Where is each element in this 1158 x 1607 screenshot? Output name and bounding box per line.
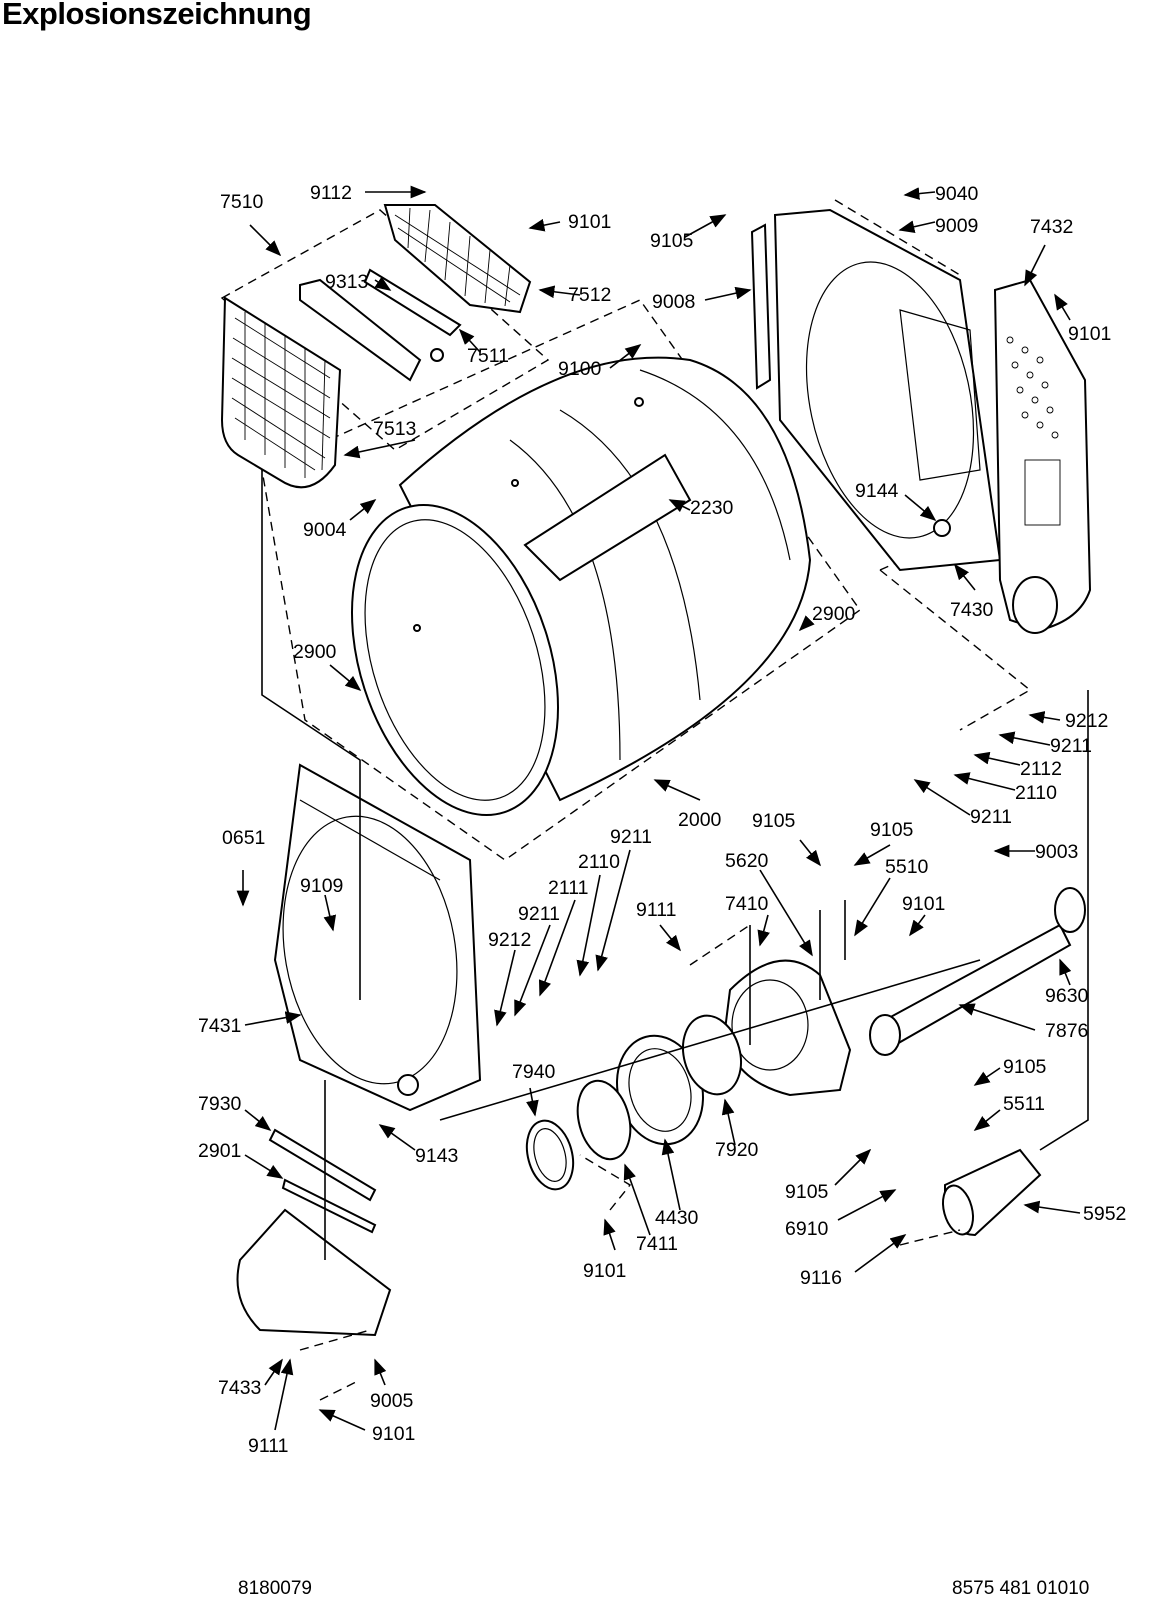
part-label: 9101	[568, 211, 611, 233]
part-label: 9105	[1003, 1056, 1047, 1078]
part-label: 7513	[373, 418, 416, 440]
part-label: 7432	[1030, 216, 1073, 238]
part-label: 9005	[370, 1390, 414, 1412]
part-label: 9212	[488, 929, 531, 951]
air-duct	[236, 1128, 392, 1337]
part-label: 2110	[578, 851, 620, 873]
part-label: 2000	[678, 809, 722, 831]
page-title: Explosionszeichnung	[2, 0, 312, 31]
part-label: 9211	[610, 826, 652, 848]
part-label: 7940	[512, 1061, 556, 1083]
part-label: 7876	[1045, 1020, 1088, 1042]
part-label: 5620	[725, 850, 769, 872]
footer-right-code: 8575 481 01010	[952, 1578, 1090, 1599]
part-label: 6910	[785, 1218, 829, 1240]
part-label: 7930	[198, 1093, 242, 1115]
part-label: 9111	[248, 1435, 289, 1457]
part-label: 9211	[518, 903, 560, 925]
blower-assembly	[525, 959, 852, 1191]
leader-lines	[236, 185, 1081, 1431]
part-label: 7433	[218, 1377, 261, 1399]
part-label: 9003	[1035, 841, 1078, 863]
part-label: 7511	[467, 345, 509, 367]
part-label: 2901	[198, 1140, 241, 1162]
part-label: 5952	[1083, 1203, 1126, 1225]
part-label: 9105	[870, 819, 914, 841]
reference-lines	[261, 470, 1089, 1401]
part-label: 9211	[970, 806, 1012, 828]
part-label: 2112	[1020, 758, 1062, 780]
part-label: 9040	[935, 183, 979, 205]
part-label: 9211	[1050, 735, 1092, 757]
part-label: 9105	[785, 1181, 829, 1203]
part-label: 9009	[935, 215, 978, 237]
heater-duct	[993, 278, 1092, 634]
front-bulkhead	[273, 763, 482, 1112]
part-label: 9144	[855, 480, 899, 502]
part-label: 7431	[198, 1015, 241, 1037]
part-label: 9101	[902, 893, 945, 915]
part-label: 2111	[548, 877, 589, 899]
part-label: 9100	[558, 358, 602, 380]
exhaust-assembly	[869, 887, 1086, 1237]
part-label: 9111	[636, 899, 677, 921]
part-label: 9101	[372, 1423, 415, 1445]
part-label: 5510	[885, 856, 929, 878]
part-label: 2110	[1015, 782, 1057, 804]
part-label: 7411	[636, 1233, 678, 1255]
part-label: 2900	[812, 603, 856, 625]
part-label: 7920	[715, 1139, 759, 1161]
part-label: 9008	[652, 291, 695, 313]
part-label: 7512	[568, 284, 611, 306]
part-label: 7410	[725, 893, 769, 915]
part-label: 9101	[1068, 323, 1111, 345]
part-label: 4430	[655, 1207, 699, 1229]
lint-filter	[220, 296, 342, 489]
part-label: 2230	[690, 497, 734, 519]
part-label: 0651	[222, 827, 265, 849]
part-label: 2900	[293, 641, 337, 663]
part-label: 9101	[583, 1260, 626, 1282]
part-label: 9105	[752, 810, 796, 832]
part-label: 9116	[800, 1267, 842, 1289]
part-label: 9143	[415, 1145, 458, 1167]
part-label: 9004	[303, 519, 347, 541]
part-label: 9109	[300, 875, 343, 897]
drum	[351, 356, 812, 816]
part-label: 9212	[1065, 710, 1108, 732]
part-label: 9112	[310, 182, 352, 204]
part-label: 9630	[1045, 985, 1089, 1007]
part-label: 7430	[950, 599, 994, 621]
part-label: 9313	[325, 271, 368, 293]
part-label: 9105	[650, 230, 694, 252]
part-label: 5511	[1003, 1093, 1045, 1115]
footer-left-code: 8180079	[238, 1578, 312, 1599]
part-labels: 9112 7510 9101 9313 7512 7511 9105 9040 …	[198, 182, 1126, 1457]
part-label: 7510	[220, 191, 264, 213]
rear-bulkhead	[750, 208, 1002, 572]
